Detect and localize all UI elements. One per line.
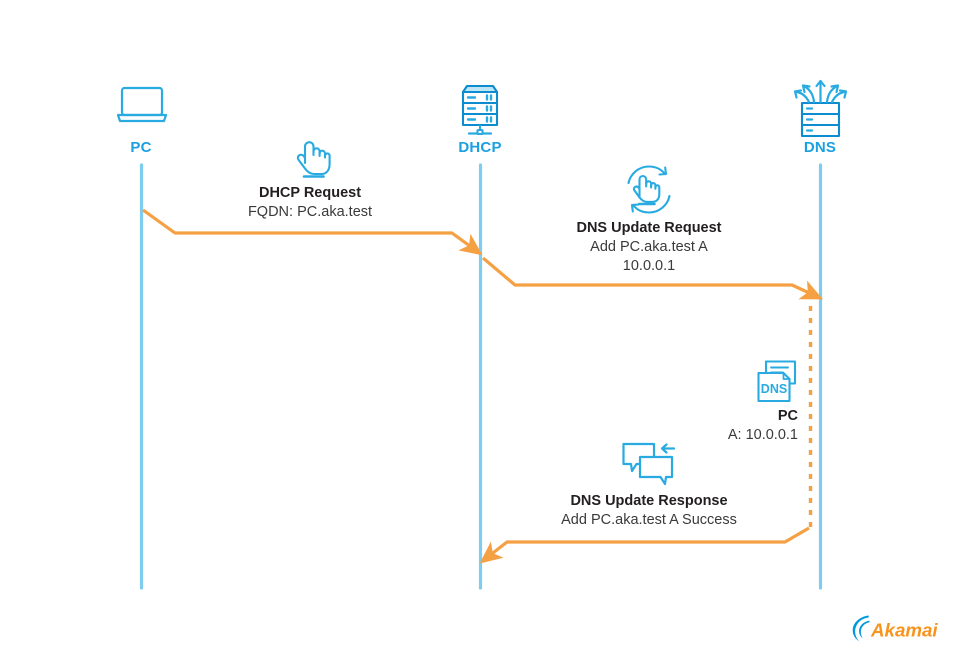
hand-refresh-icon: [627, 165, 671, 214]
actor-label-dns: DNS: [803, 139, 837, 156]
svg-text:DNS: DNS: [761, 382, 787, 396]
message-dns-update-response-title: DNS Update Response: [570, 493, 728, 509]
dns-record-value: A: 10.0.0.1: [727, 427, 798, 443]
message-dhcp-request-title: DHCP Request: [258, 185, 362, 201]
akamai-logo: Akamai: [850, 612, 942, 646]
message-dns-update-response-line-1: Add PC.aka.test A Success: [561, 512, 737, 528]
laptop-icon: [116, 86, 168, 123]
message-dns-update-request: DNS Update Request Add PC.aka.test A 10.…: [499, 219, 799, 276]
akamai-swirl-icon: [852, 615, 870, 642]
dns-record-name: PC: [777, 408, 798, 424]
arrow-dns-update-response: [479, 526, 810, 564]
message-dns-update-request-line-1: Add PC.aka.test A: [590, 239, 708, 255]
actor-label-pc: PC: [130, 139, 152, 156]
actor-label-dhcp: DHCP: [458, 139, 502, 156]
message-dns-update-request-line-2: 10.0.0.1: [622, 258, 676, 274]
message-dhcp-request: DHCP Request FQDN: PC.aka.test: [160, 184, 460, 222]
message-dhcp-request-line-1: FQDN: PC.aka.test: [247, 204, 373, 220]
hand-pointer-icon: [296, 141, 331, 178]
chat-bubbles-icon: [622, 442, 676, 486]
message-dns-update-request-title: DNS Update Request: [576, 220, 722, 236]
dns-server-icon: [793, 79, 848, 138]
akamai-wordmark: Akamai: [870, 620, 938, 641]
message-dns-update-response: DNS Update Response Add PC.aka.test A Su…: [499, 492, 799, 530]
server-rack-icon: [461, 84, 499, 136]
dns-record-text: PC A: 10.0.0.1: [598, 407, 798, 445]
akamai-logo-svg: Akamai: [852, 615, 938, 642]
dns-folder-icon: DNS: [757, 360, 797, 403]
